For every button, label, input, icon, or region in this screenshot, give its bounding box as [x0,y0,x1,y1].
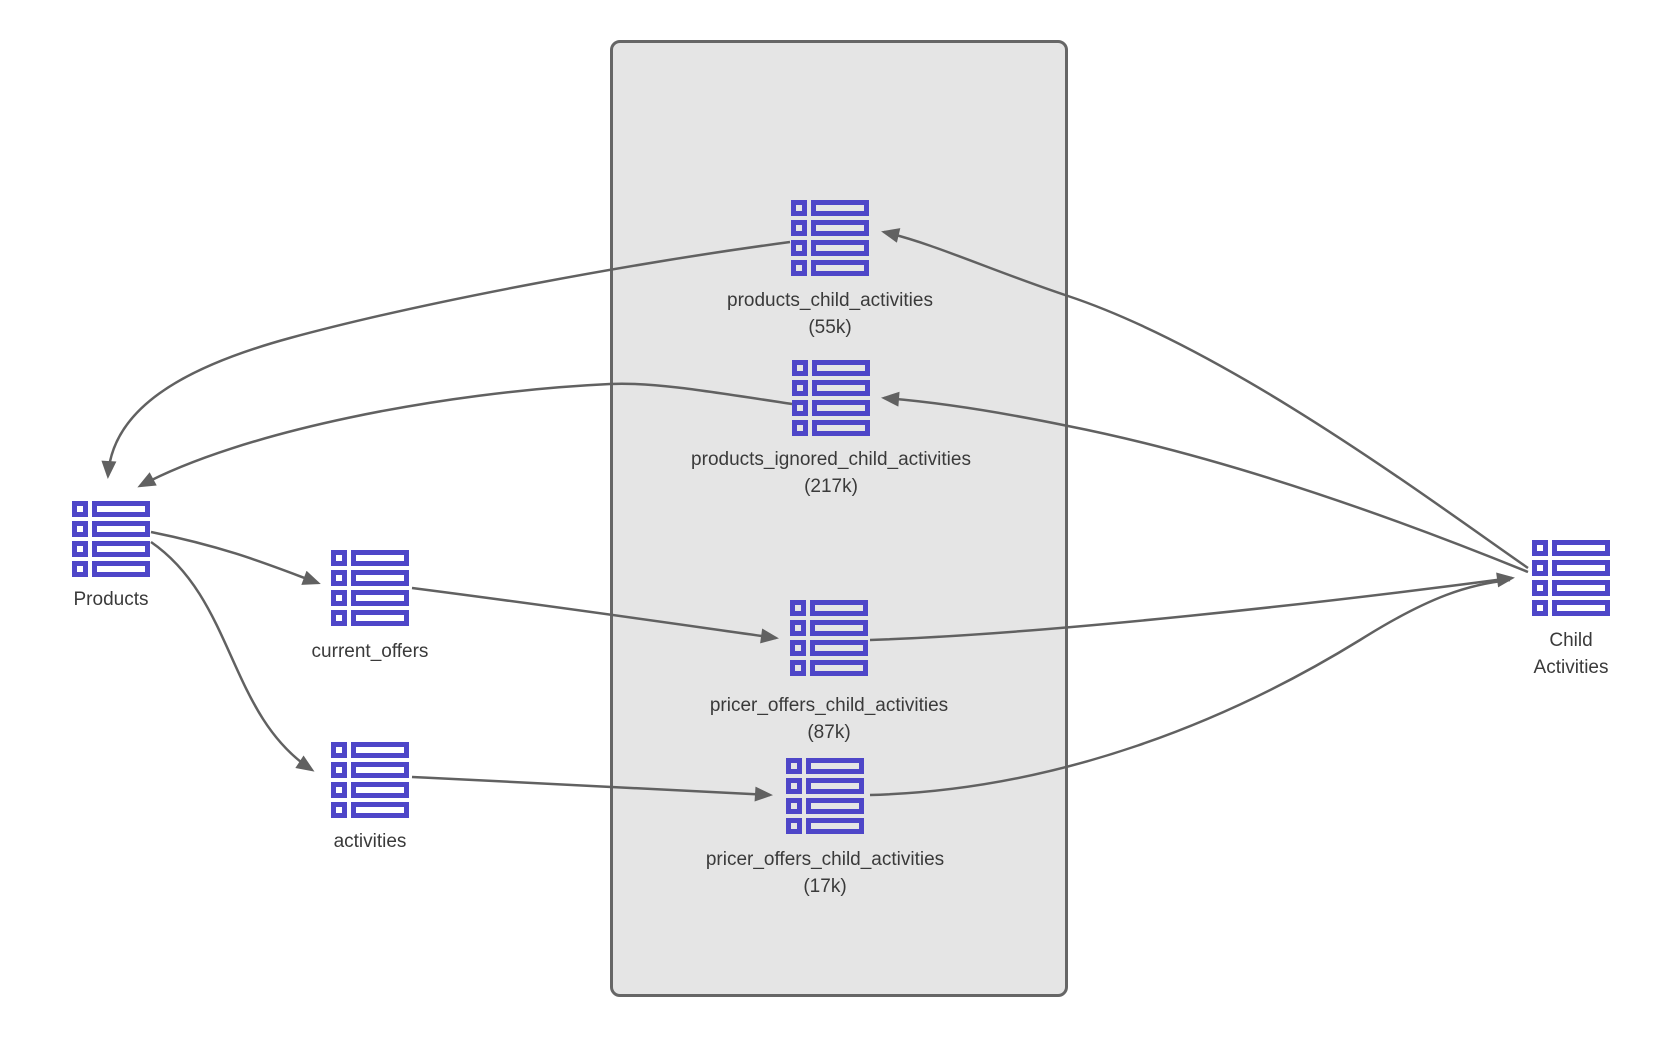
node-label: pricer_offers_child_activities [709,695,949,716]
node-activities[interactable]: activities [331,742,409,852]
node-label: Products [73,589,149,610]
table-icon [331,742,409,818]
table-icon [791,200,869,276]
node-products[interactable]: Products [72,501,150,610]
table-icon [1532,540,1610,616]
node-label: products_child_activities [727,290,933,311]
edge-products-to-activities [150,540,315,772]
table-icon [331,550,409,626]
node-label: Child Activities [1533,630,1609,678]
node-pricer-offers-child-activities-87k[interactable]: pricer_offers_child_activities (87k) [710,600,948,743]
table-icon [790,600,868,676]
node-child-activities[interactable]: Child Activities [1532,540,1610,678]
node-count: (55k) [808,317,852,338]
node-pricer-offers-child-activities-17k[interactable]: pricer_offers_child_activities (17k) [706,758,944,897]
table-icon [72,501,150,577]
node-count: (17k) [803,876,847,897]
node-label: activities [333,831,407,852]
edge-products-to-current-offers [150,530,321,585]
node-label: products_ignored_child_activities [691,449,971,470]
node-products-ignored-child-activities[interactable]: products_ignored_child_activities (217k) [691,360,971,497]
table-icon [792,360,870,436]
node-label: pricer_offers_child_activities [705,849,945,870]
node-current-offers[interactable]: current_offers [312,550,428,662]
table-icon [786,758,864,834]
node-count: (217k) [804,476,858,497]
node-products-child-activities[interactable]: products_child_activities (55k) [727,200,933,338]
node-count: (87k) [807,722,851,743]
node-label: current_offers [311,641,429,662]
